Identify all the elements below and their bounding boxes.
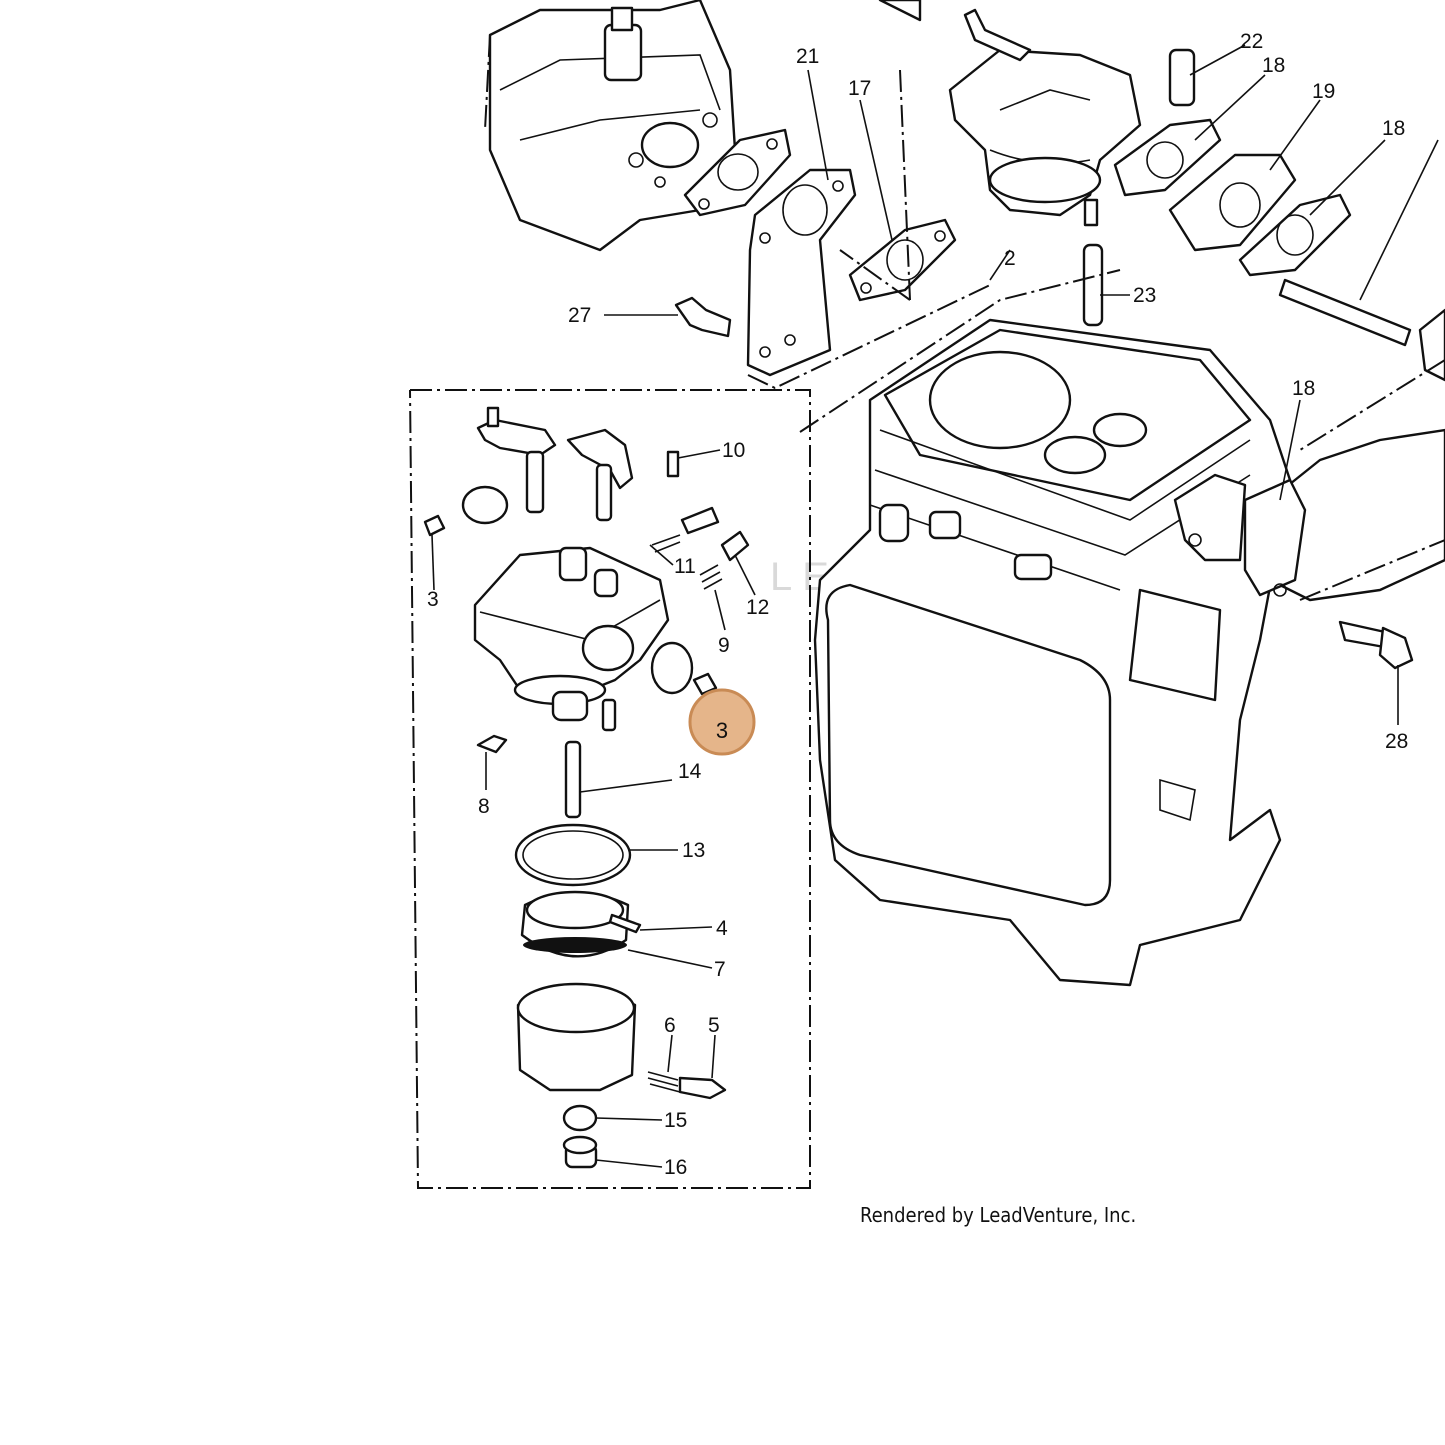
callout-7[interactable]: 7: [714, 958, 726, 981]
callout-15[interactable]: 15: [664, 1109, 687, 1132]
gasket-top-left: [683, 128, 792, 217]
boundary-line-left: [484, 34, 491, 131]
callout-10[interactable]: 10: [722, 439, 745, 462]
screw-3-highlighted: [692, 672, 718, 696]
callout-22[interactable]: 22: [1240, 30, 1263, 53]
choke-plate: [650, 641, 694, 695]
gasket-17: [848, 218, 957, 302]
callout-8[interactable]: 8: [478, 795, 490, 818]
boundary-line-right-low: [1299, 539, 1445, 601]
screw-5: [678, 1076, 727, 1100]
callout-27[interactable]: 27: [568, 304, 591, 327]
screw-idle: [680, 506, 720, 535]
boundary-line-mid: [799, 269, 1121, 433]
highlight-circle[interactable]: [688, 688, 756, 756]
highlighted-callout-3[interactable]: 3: [688, 688, 756, 756]
screw-10: [666, 450, 680, 478]
callout-14[interactable]: 14: [678, 760, 702, 783]
pin-23: [1082, 243, 1104, 327]
bolt-28: [1338, 620, 1414, 670]
callout-16[interactable]: 16: [664, 1156, 687, 1179]
drain-plug-16: [562, 1135, 598, 1169]
screw-3-left: [423, 514, 446, 537]
stud-long: [1278, 278, 1412, 347]
callout-18[interactable]: 18: [1292, 377, 1315, 400]
gasket-ring-13: [514, 823, 632, 887]
callout-6[interactable]: 6: [664, 1014, 676, 1037]
callout-4[interactable]: 4: [716, 917, 728, 940]
bolt-27: [674, 296, 732, 338]
boundary-line-top: [747, 284, 991, 390]
callout-2[interactable]: 2: [1004, 247, 1016, 270]
choke-shaft: [566, 428, 634, 522]
callout-18[interactable]: 18: [1262, 54, 1285, 77]
screw-8: [476, 734, 508, 754]
bracket-21: [746, 168, 857, 377]
washer-15: [562, 1104, 598, 1132]
callout-17[interactable]: 17: [848, 77, 871, 100]
boundary-line-center: [899, 69, 911, 301]
gasket-18-top: [1113, 118, 1222, 197]
callout-5[interactable]: 5: [708, 1014, 720, 1037]
callout-12[interactable]: 12: [746, 596, 769, 619]
callout-19[interactable]: 19: [1312, 80, 1335, 103]
gasket-18-right: [1238, 193, 1352, 277]
pin-4: [608, 913, 642, 934]
carburetor-body: [473, 546, 670, 722]
nozzle-14: [564, 740, 582, 819]
screw-12: [720, 530, 750, 562]
callout-18[interactable]: 18: [1382, 117, 1405, 140]
needle-valve: [601, 698, 617, 732]
footer-credit: Rendered by LeadVenture, Inc.: [860, 1203, 1136, 1227]
callout-3[interactable]: 3: [427, 588, 439, 611]
manifold-edge: [1418, 308, 1445, 382]
spacer-19: [1168, 153, 1297, 252]
spring-11: [651, 534, 681, 553]
callout-23[interactable]: 23: [1133, 284, 1156, 307]
callout-9[interactable]: 9: [718, 634, 730, 657]
float-bowl: [516, 982, 637, 1092]
throttle-shaft: [476, 406, 557, 514]
highlight-label[interactable]: 3: [716, 718, 728, 743]
callout-28[interactable]: 28: [1385, 730, 1408, 753]
callout-11[interactable]: 11: [674, 555, 696, 578]
spring-9: [699, 564, 723, 590]
callout-13[interactable]: 13: [682, 839, 705, 862]
spring-6: [647, 1071, 681, 1093]
boundary-line-right: [1299, 359, 1445, 451]
boundary-line-diag: [839, 249, 911, 301]
callout-21[interactable]: 21: [796, 45, 819, 68]
throttle-plate: [461, 485, 509, 525]
pin-22: [1168, 48, 1196, 107]
carburetor-top: [948, 8, 1142, 227]
detail-frame: [409, 389, 811, 1189]
float-7: [520, 890, 630, 958]
